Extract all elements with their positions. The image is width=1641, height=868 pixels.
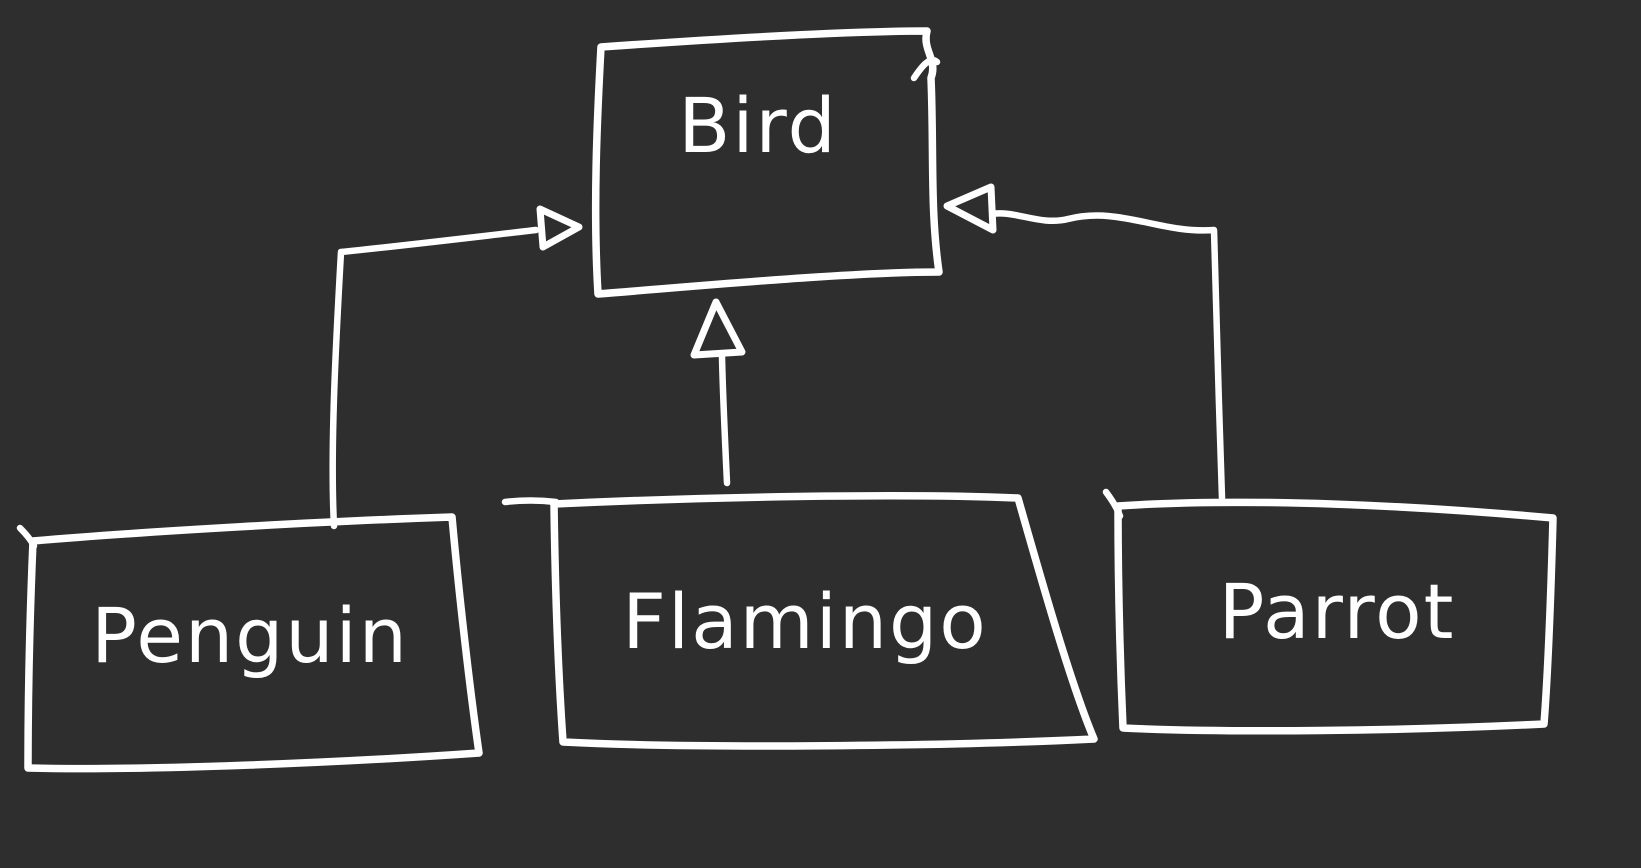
bird-box-pen-overshoot (910, 57, 941, 82)
flamingo-node[interactable]: Flamingo (501, 492, 1098, 750)
inheritance-arrowhead-left (536, 205, 583, 251)
parrot-box-pen-overshoot (1102, 488, 1124, 520)
penguin-box (24, 513, 483, 773)
parrot-box (1114, 498, 1557, 735)
inheritance-arrowhead-middle (690, 298, 746, 359)
edge-penguin-bird[interactable] (329, 205, 583, 530)
edge-flamingo-bird[interactable] (690, 298, 746, 487)
edge-parrot-bird[interactable] (943, 183, 1226, 502)
flamingo-label: Flamingo (622, 577, 987, 666)
inheritance-arrowhead-right (943, 183, 997, 234)
bird-box (591, 27, 943, 298)
penguin-box-pen-overshoot (16, 524, 38, 550)
penguin-label: Penguin (91, 591, 409, 680)
parrot-node[interactable]: Parrot (1102, 488, 1557, 735)
bird-node[interactable]: Bird (591, 27, 943, 298)
bird-label: Bird (678, 81, 837, 170)
parrot-label: Parrot (1219, 567, 1456, 656)
flamingo-box-pen-overshoot (501, 497, 560, 506)
flamingo-box (550, 492, 1098, 750)
penguin-node[interactable]: Penguin (16, 513, 483, 773)
